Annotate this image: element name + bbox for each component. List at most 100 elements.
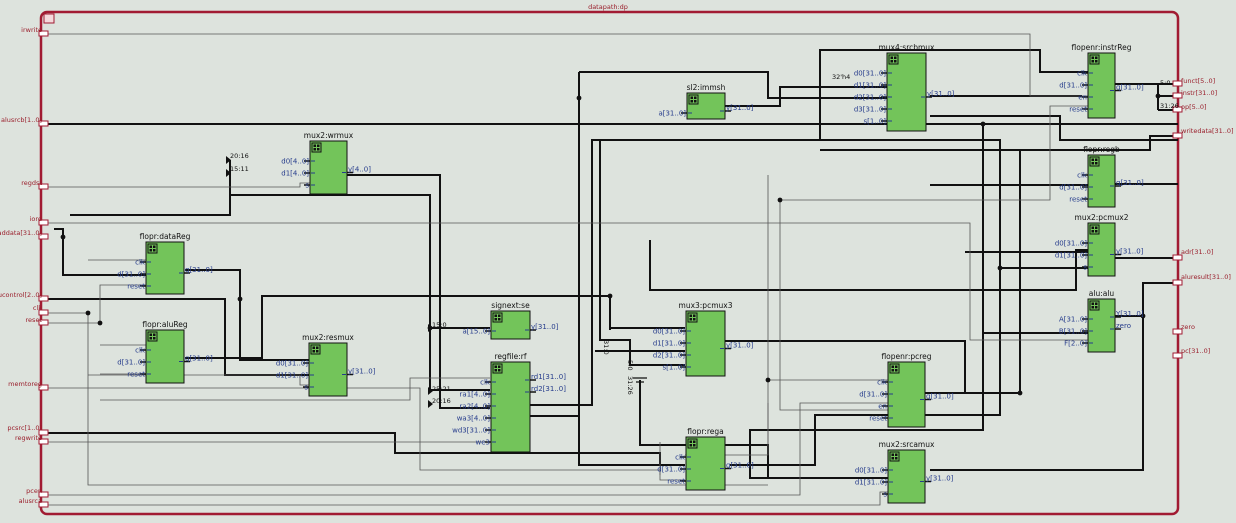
block-body[interactable] bbox=[308, 342, 348, 397]
hierarchy-icon[interactable] bbox=[311, 142, 322, 153]
hierarchy-icon[interactable] bbox=[1089, 300, 1100, 311]
block-body[interactable] bbox=[145, 329, 185, 384]
block-title: flopenr:pcreg bbox=[881, 352, 931, 361]
port-iord: iord bbox=[30, 215, 42, 223]
port-irwrite: irwrite bbox=[21, 26, 42, 34]
bus-label: 15:0 bbox=[432, 321, 447, 329]
datapath-frame bbox=[39, 10, 1180, 516]
block-instrReg[interactable]: flopenr:instrRegclkd[31..0]enresetq[31..… bbox=[1059, 43, 1144, 119]
block-body[interactable] bbox=[490, 310, 531, 340]
port-label: reset bbox=[869, 415, 887, 423]
port-label: s bbox=[883, 491, 887, 499]
block-title: flopr:aluReg bbox=[142, 320, 187, 329]
block-immsh[interactable]: sl2:immsh a[31..0] y[31..0] bbox=[658, 83, 754, 120]
port-label: d2[31..0] bbox=[854, 94, 886, 102]
port-pcsrc: pcsrc[1..0] bbox=[7, 424, 42, 432]
port-label: d[31..0] bbox=[117, 271, 145, 279]
port-label: q[31..0] bbox=[185, 355, 213, 363]
block-body[interactable] bbox=[686, 92, 726, 120]
port-label: y[31..0] bbox=[348, 368, 376, 376]
port-label: F[2..0] bbox=[1064, 340, 1087, 348]
port-label: reset bbox=[667, 478, 685, 486]
block-body[interactable] bbox=[309, 140, 348, 195]
block-alu[interactable]: alu:aluA[31..0]B[31..0]F[2..0]Y[31..0]ze… bbox=[1059, 289, 1144, 353]
block-title: mux4:srcbmux bbox=[878, 43, 935, 52]
port-label: d1[31..0] bbox=[1055, 252, 1087, 260]
frame-collapse-icon[interactable] bbox=[43, 13, 55, 24]
port-label: q[31..0] bbox=[1116, 179, 1144, 187]
port-label: a[31..0] bbox=[658, 110, 686, 118]
port-label: rd1[31..0] bbox=[531, 373, 566, 381]
block-title: flopr:regb bbox=[1083, 145, 1120, 154]
port-clk: clk bbox=[33, 304, 42, 312]
port-label: ra2[4..0] bbox=[460, 403, 491, 411]
block-body[interactable] bbox=[490, 361, 531, 453]
block-regfile[interactable]: regfile:rfclkra1[4..0]ra2[4..0]wa3[4..0]… bbox=[452, 352, 566, 453]
block-title: mux2:pcmux2 bbox=[1075, 213, 1129, 222]
block-title: mux2:resmux bbox=[302, 333, 354, 342]
port-label: y[31..0] bbox=[726, 342, 754, 350]
port-label: A[31..0] bbox=[1059, 316, 1087, 324]
port-alusrca: alusrca bbox=[19, 497, 42, 505]
hierarchy-icon[interactable] bbox=[889, 451, 900, 462]
block-body[interactable] bbox=[685, 436, 726, 491]
hierarchy-icon[interactable] bbox=[688, 94, 699, 105]
block-body[interactable] bbox=[887, 449, 926, 504]
bus-label-vertical: 31:0 bbox=[602, 340, 610, 355]
port-reset: reset bbox=[26, 316, 43, 324]
port-label: s[1..0] bbox=[864, 118, 887, 126]
hierarchy-icon[interactable] bbox=[1089, 224, 1100, 235]
port-label: d1[31..0] bbox=[276, 372, 308, 380]
port-label: clk bbox=[675, 454, 686, 462]
port-label: d0[31..0] bbox=[1055, 240, 1087, 248]
block-srcbmux[interactable]: mux4:srcbmuxd0[31..0]d1[31..0]d2[31..0]d… bbox=[854, 43, 955, 132]
block-signext[interactable]: signext:sea[15..0]y[31..0] bbox=[462, 301, 559, 340]
block-title: alu:alu bbox=[1089, 289, 1115, 298]
port-label: s bbox=[305, 182, 309, 190]
port-label: zero bbox=[1116, 322, 1131, 330]
port-label: reset bbox=[1069, 106, 1087, 114]
port-label: q[31..0] bbox=[1116, 84, 1144, 92]
block-body[interactable] bbox=[145, 241, 185, 295]
block-body[interactable] bbox=[685, 310, 726, 377]
port-op: op[5..0] bbox=[1181, 103, 1207, 111]
port-label: ra1[4..0] bbox=[460, 391, 491, 399]
port-label: y[31..0] bbox=[726, 104, 754, 112]
block-title: mux2:wrmux bbox=[304, 131, 354, 140]
port-label: d0[4..0] bbox=[281, 158, 309, 166]
block-body[interactable] bbox=[886, 52, 927, 132]
hierarchy-icon[interactable] bbox=[310, 344, 321, 355]
port-label: y[31..0] bbox=[926, 475, 954, 483]
port-regwrite: regwrite bbox=[15, 434, 42, 442]
hierarchy-icon[interactable] bbox=[1089, 156, 1100, 167]
hierarchy-icon[interactable] bbox=[889, 363, 900, 374]
port-zero: zero bbox=[1181, 323, 1195, 331]
hierarchy-icon[interactable] bbox=[888, 54, 899, 65]
hierarchy-icon[interactable] bbox=[147, 243, 158, 254]
block-title: sl2:immsh bbox=[687, 83, 726, 92]
hierarchy-icon[interactable] bbox=[1089, 54, 1100, 65]
port-instr: instr[31..0] bbox=[1181, 89, 1217, 97]
port-label: s[1..0] bbox=[663, 364, 686, 372]
port-label: d1[31..0] bbox=[653, 340, 685, 348]
block-body[interactable] bbox=[887, 361, 926, 428]
hierarchy-icon[interactable] bbox=[492, 363, 503, 374]
block-pcmux3[interactable]: mux3:pcmux3d0[31..0]d1[31..0]d2[31..0]s[… bbox=[653, 301, 754, 377]
port-regdst: regdst bbox=[21, 179, 42, 187]
hierarchy-icon[interactable] bbox=[687, 312, 698, 323]
hierarchy-icon[interactable] bbox=[687, 438, 698, 449]
hierarchy-icon[interactable] bbox=[492, 312, 503, 323]
bus-label-vertical: 31:26 bbox=[626, 376, 634, 395]
hierarchy-icon[interactable] bbox=[147, 331, 158, 342]
port-label: d1[31..0] bbox=[854, 82, 886, 90]
port-label: y[31..0] bbox=[531, 323, 559, 331]
